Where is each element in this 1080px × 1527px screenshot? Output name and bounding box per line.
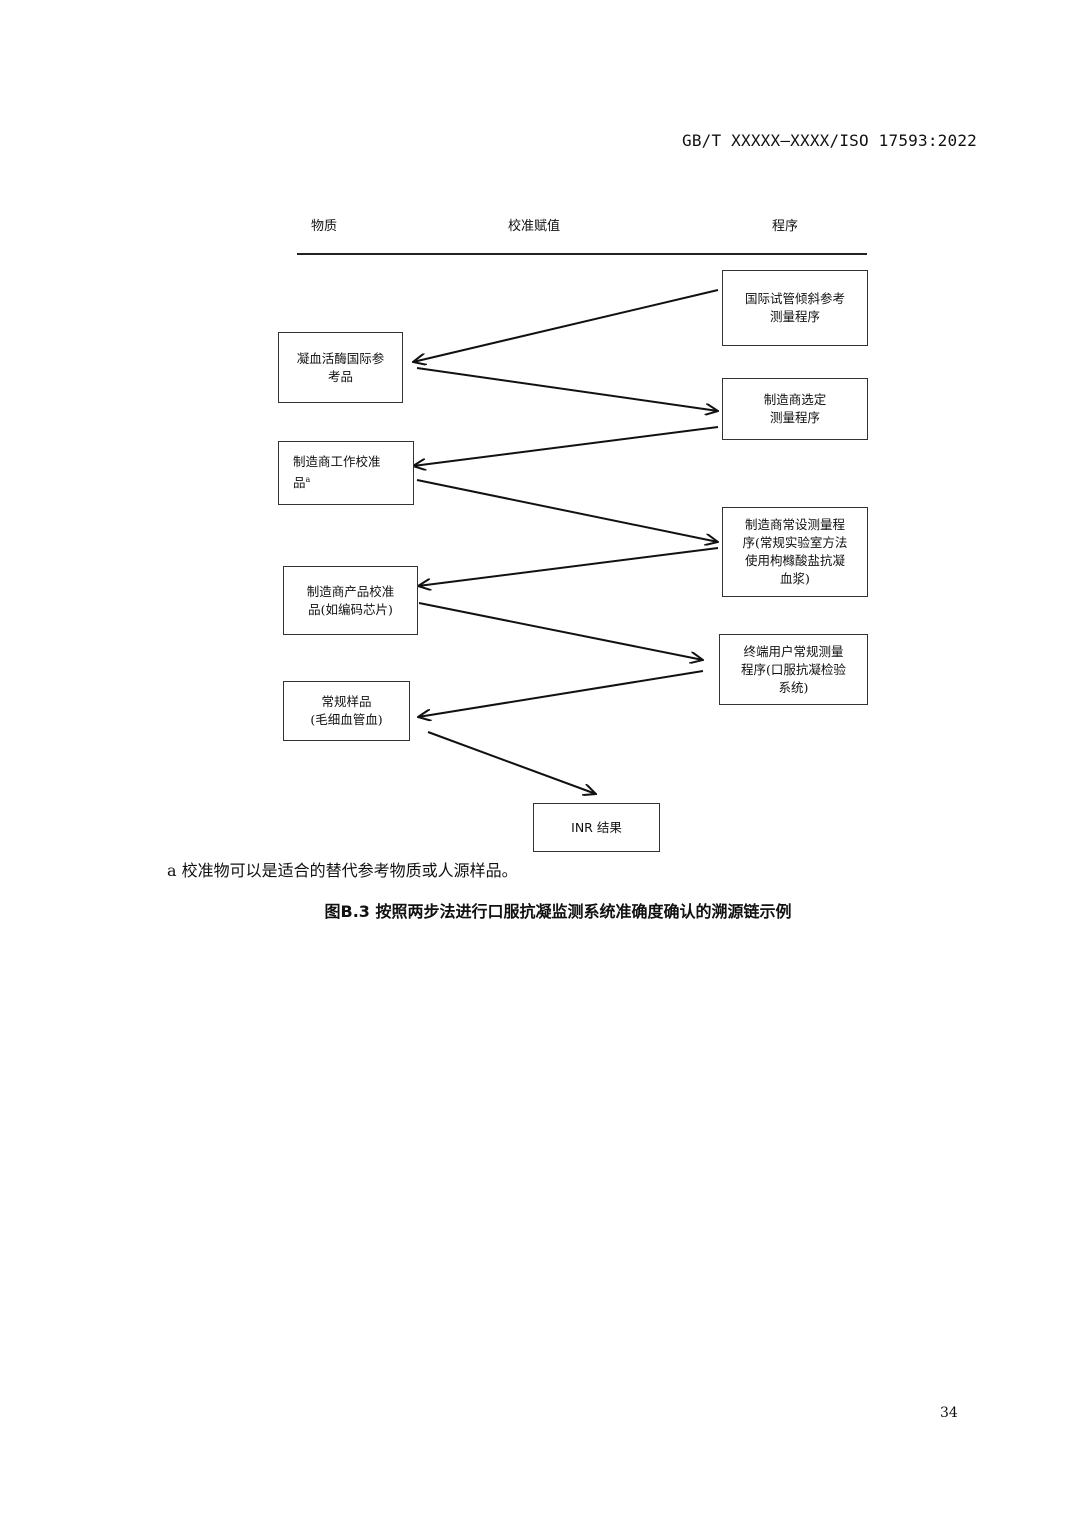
arrow-product-to-end-user bbox=[418, 602, 703, 660]
box-mfr-standing-procedure-text: 制造商常设测量程 序(常规实验室方法 使用枸橼酸盐抗凝 血浆) bbox=[742, 517, 848, 586]
box-mfr-product-calibrator: 制造商产品校准 品(如编码芯片) bbox=[283, 566, 418, 635]
box-end-user-procedure-text: 终端用户常规测量 程序(口服抗凝检验 系统) bbox=[741, 643, 846, 695]
box-routine-sample-text: 常规样品 (毛细血管血) bbox=[310, 694, 383, 727]
document-code: GB/T XXXXX—XXXX/ISO 17593:2022 bbox=[682, 131, 977, 150]
box-intl-ref-material-text: 凝血活酶国际参 考品 bbox=[296, 350, 385, 384]
page-number: 34 bbox=[940, 1405, 958, 1421]
box-inr-result: INR 结果 bbox=[533, 803, 660, 852]
box-mfr-working-calibrator-text: 制造商工作校准 品 bbox=[293, 454, 381, 491]
column-label-material: 物质 bbox=[311, 219, 338, 234]
footnote: a 校准物可以是适合的替代参考物质或人源样品。 bbox=[167, 861, 518, 880]
arrow-intl-ref-to-mfr-selected bbox=[416, 367, 718, 411]
arrow-standing-to-product bbox=[418, 547, 719, 586]
box-intl-ref-material: 凝血活酶国际参 考品 bbox=[278, 332, 403, 403]
arrow-end-user-to-routine bbox=[418, 670, 704, 717]
arrow-routine-to-inr bbox=[427, 731, 596, 794]
column-label-calibration: 校准赋值 bbox=[508, 219, 561, 234]
box-intl-ref-procedure: 国际试管倾斜参考 测量程序 bbox=[722, 270, 868, 346]
box-mfr-selected-procedure-text: 制造商选定 测量程序 bbox=[763, 392, 827, 425]
box-mfr-working-calibrator: 制造商工作校准 品a bbox=[278, 441, 414, 505]
header-rule bbox=[297, 253, 867, 255]
box-inr-result-text: INR 结果 bbox=[571, 819, 622, 835]
box-intl-ref-procedure-text: 国际试管倾斜参考 测量程序 bbox=[744, 291, 845, 324]
box-mfr-selected-procedure: 制造商选定 测量程序 bbox=[722, 378, 868, 440]
footnote-marker: a bbox=[305, 475, 311, 485]
box-mfr-standing-procedure: 制造商常设测量程 序(常规实验室方法 使用枸橼酸盐抗凝 血浆) bbox=[722, 507, 868, 597]
figure-caption: 图B.3 按照两步法进行口服抗凝监测系统准确度确认的溯源链示例 bbox=[324, 902, 792, 921]
arrow-working-to-standing bbox=[416, 479, 718, 542]
column-label-procedure: 程序 bbox=[772, 219, 799, 234]
arrow-intl-proc-to-intl-ref bbox=[413, 289, 719, 362]
box-end-user-procedure: 终端用户常规测量 程序(口服抗凝检验 系统) bbox=[719, 634, 868, 705]
box-routine-sample: 常规样品 (毛细血管血) bbox=[283, 681, 410, 741]
box-mfr-product-calibrator-text: 制造商产品校准 品(如编码芯片) bbox=[306, 583, 395, 617]
arrow-mfr-selected-to-working bbox=[413, 426, 719, 466]
